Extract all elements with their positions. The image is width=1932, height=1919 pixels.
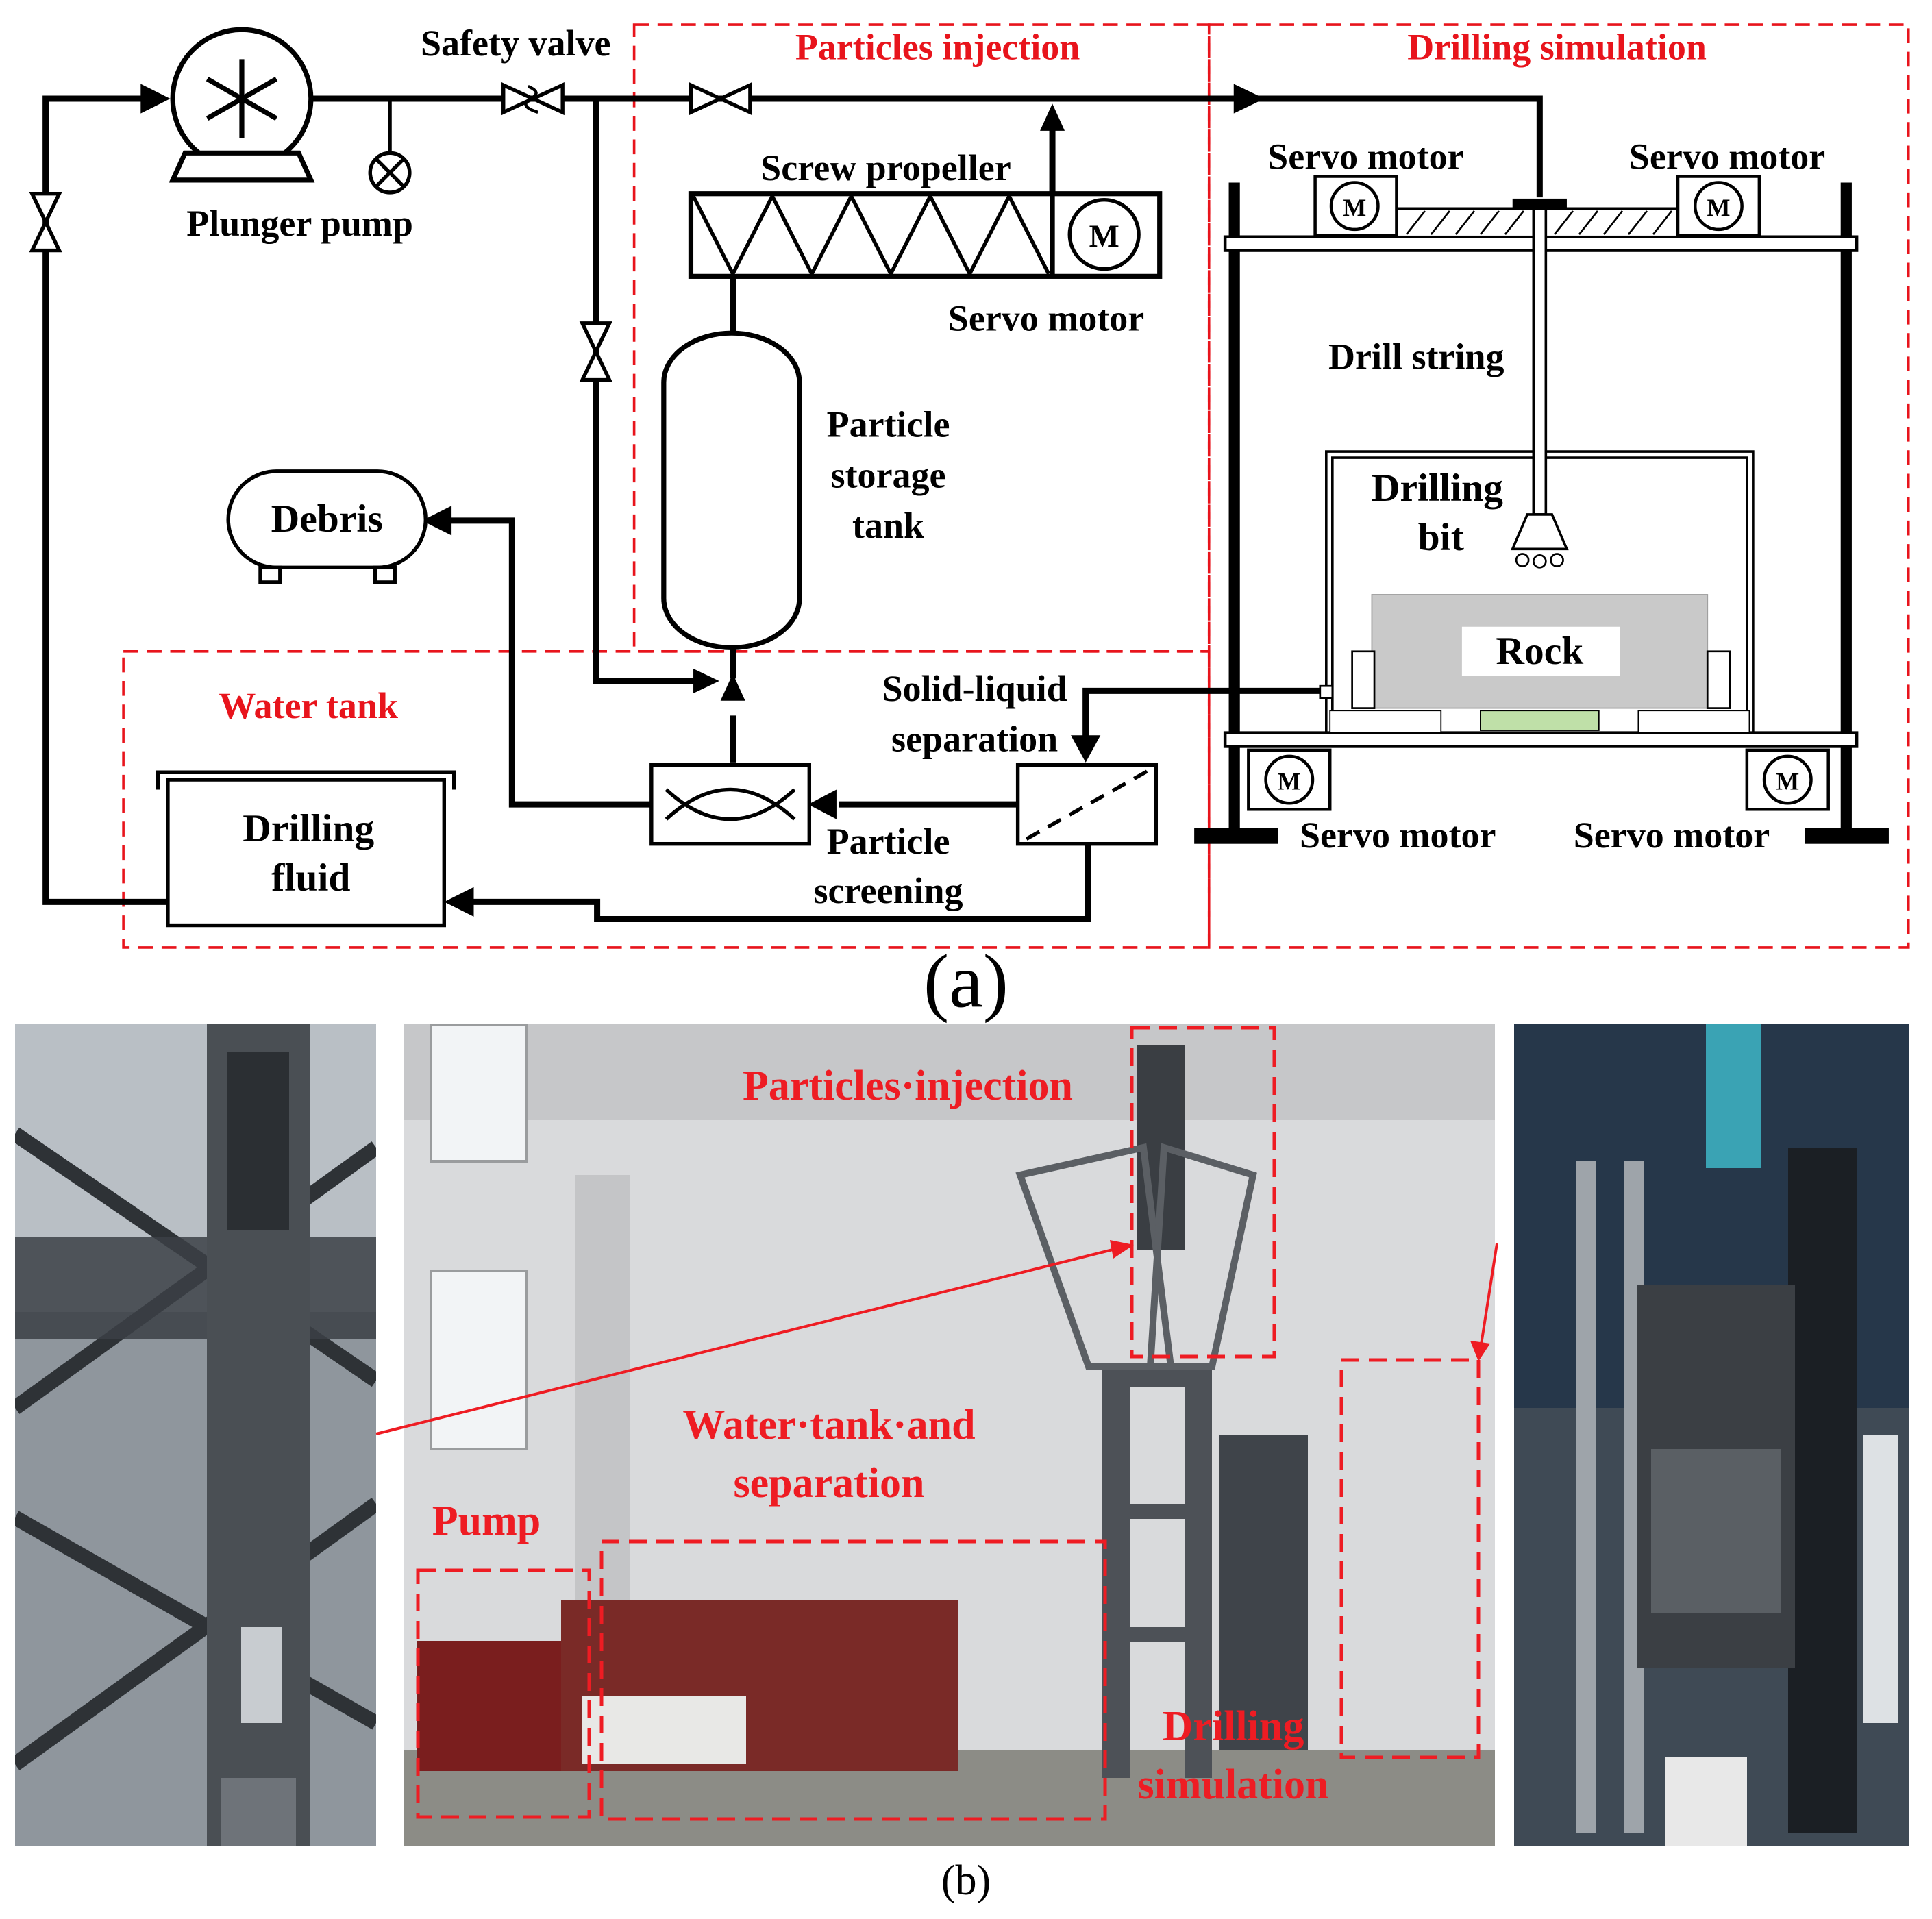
box-particles-injection (1130, 1026, 1276, 1359)
photo-label-water-tank-1: Water·tank·and (682, 1402, 975, 1448)
particle-storage-tank-label-1: Particle (827, 404, 950, 445)
photo-label-water-tank-2: separation (734, 1460, 925, 1507)
caption-a: (a) (924, 939, 1008, 1024)
particle-screening-label-2: screening (814, 870, 963, 911)
photo-label-particles-injection: Particles·injection (743, 1063, 1073, 1109)
region-drilling-simulation (1207, 23, 1910, 949)
drilling-fluid-label-2: fluid (271, 856, 350, 900)
rock-label: Rock (1496, 630, 1583, 673)
servo-motor-top-right-label: Servo motor (1629, 136, 1825, 177)
particle-screening-icon (649, 763, 812, 846)
drilling-bit-label-1: Drilling (1372, 467, 1503, 510)
motor-symbol-bottom-left: M (1278, 767, 1301, 795)
photo-left (15, 1024, 376, 1846)
screw-propeller-label: Screw propeller (760, 147, 1011, 188)
solid-liquid-separator-icon (1015, 763, 1159, 846)
motor-symbol-bottom-right: M (1776, 767, 1799, 795)
drilling-fluid-label-1: Drilling (243, 807, 374, 850)
drill-string-icon (1510, 198, 1569, 569)
screw-propeller-icon (688, 191, 1163, 279)
schematic-diagram: Particles injection Drilling simulation … (29, 23, 1910, 1024)
photo-label-pump: Pump (432, 1498, 541, 1544)
drilling-bit-label-2: bit (1418, 516, 1464, 559)
safety-valve-label: Safety valve (421, 23, 611, 64)
flow-arrows (140, 84, 1265, 917)
particle-storage-tank-icon (661, 330, 802, 650)
region-title-water-tank: Water tank (219, 685, 398, 726)
box-water-tank-separation (599, 1539, 1107, 1821)
screw-servo-motor-label: Servo motor (948, 298, 1144, 339)
box-pump (416, 1568, 591, 1819)
servo-motor-bottom-left-label: Servo motor (1300, 815, 1496, 856)
pressure-gauge (368, 99, 412, 195)
region-water-tank (122, 649, 1211, 949)
photo-middle (404, 1024, 1495, 1846)
debris-tank-icon (226, 469, 428, 584)
photo-annotations: Particles·injection Water·tank·and separ… (375, 1026, 1498, 1904)
solid-liquid-separation-label-1: Solid-liquid (882, 668, 1067, 709)
solid-liquid-separation-label-2: separation (891, 719, 1058, 760)
particle-storage-tank-label-3: tank (852, 505, 924, 546)
photo-right (1514, 1024, 1909, 1846)
debris-label: Debris (271, 497, 383, 541)
photo-label-drilling-1: Drilling (1163, 1703, 1304, 1750)
drilling-fluid-tank-icon (156, 770, 456, 928)
plunger-pump-label: Plunger pump (186, 203, 413, 244)
servo-motor-bottom-right-label: Servo motor (1574, 815, 1770, 856)
rock-sample-icon (1319, 594, 1750, 734)
particle-storage-tank-label-2: storage (831, 454, 946, 495)
photo-label-drilling-2: simulation (1137, 1761, 1328, 1808)
box-drilling-simulation (1339, 1358, 1481, 1759)
motor-symbol-top-left: M (1343, 194, 1366, 221)
drill-string-label: Drill string (1328, 336, 1504, 377)
valves (29, 82, 752, 382)
caption-b: (b) (941, 1857, 991, 1904)
particle-screening-label-1: Particle (827, 821, 950, 862)
servo-motor-top-left-label: Servo motor (1267, 136, 1463, 177)
region-title-particles-injection: Particles injection (795, 26, 1080, 67)
motor-symbol-top-right: M (1707, 194, 1730, 221)
plunger-pump-icon (169, 27, 315, 183)
safety-valve-spring-icon (524, 84, 538, 114)
region-title-drilling-simulation: Drilling simulation (1407, 26, 1707, 67)
screw-motor-symbol: M (1089, 219, 1119, 254)
